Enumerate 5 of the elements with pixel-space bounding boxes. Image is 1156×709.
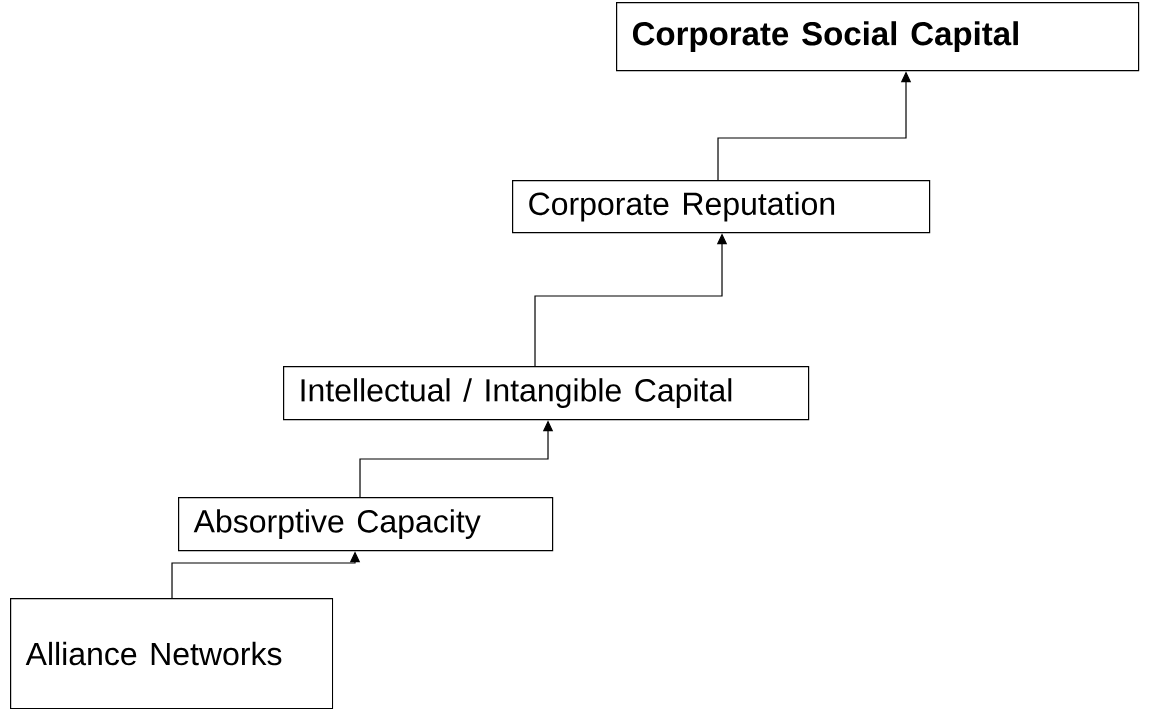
concept-box: Absorptive Capacity xyxy=(178,497,554,552)
concept-box: Corporate Social Capital xyxy=(616,2,1140,72)
concept-box: Alliance Networks xyxy=(10,598,334,709)
concept-box: Intellectual / Intangible Capital xyxy=(283,366,810,421)
concept-box: Corporate Reputation xyxy=(512,180,931,234)
